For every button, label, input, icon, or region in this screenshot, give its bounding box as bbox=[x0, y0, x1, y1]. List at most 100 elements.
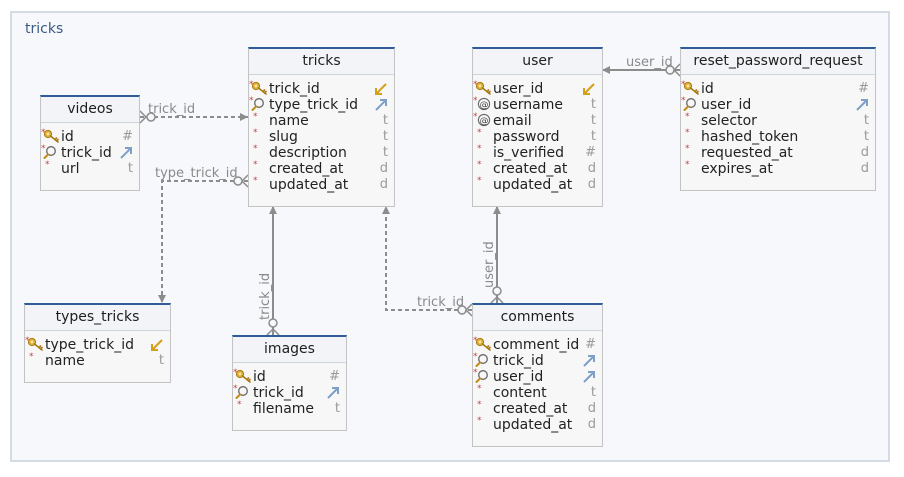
foreign-key-icon: * bbox=[233, 384, 255, 401]
required-marker-icon: * bbox=[477, 384, 482, 394]
column-row[interactable]: *user_id bbox=[473, 368, 602, 385]
column-row[interactable]: *id# bbox=[233, 368, 346, 385]
table-reset-password-request[interactable]: reset_password_request *id#*user_id*sele… bbox=[680, 47, 876, 191]
relation-videos-tricks[interactable]: trick_id bbox=[139, 102, 248, 124]
column-type: t bbox=[590, 129, 596, 144]
column-name: is_verified bbox=[493, 145, 565, 161]
required-marker-icon: * bbox=[477, 128, 482, 138]
column-row[interactable]: * requested_at d bbox=[681, 144, 875, 161]
column-type: t bbox=[863, 129, 869, 144]
column-type: d bbox=[379, 161, 388, 176]
column-row[interactable]: *type_trick_id bbox=[249, 96, 394, 113]
column-type: t bbox=[158, 353, 164, 368]
column-name: user_id bbox=[701, 97, 752, 113]
table-title: tricks bbox=[249, 49, 394, 75]
column-name: updated_at bbox=[269, 177, 349, 193]
column-row[interactable]: *comment_id# bbox=[473, 336, 602, 353]
column-row[interactable]: *trick_id bbox=[233, 384, 346, 401]
column-row[interactable]: *type_trick_id bbox=[25, 336, 170, 353]
relation-comments-user[interactable]: user_id bbox=[482, 206, 504, 304]
column-name: updated_at bbox=[493, 177, 573, 193]
column-name: trick_id bbox=[253, 385, 304, 401]
column-row[interactable]: *id# bbox=[681, 80, 875, 97]
foreign-key-icon: * bbox=[473, 352, 495, 369]
column-name: requested_at bbox=[701, 145, 793, 161]
column-name: username bbox=[493, 97, 563, 113]
column-type: d bbox=[587, 417, 596, 432]
column-type: d bbox=[860, 145, 869, 160]
column-name: comment_id bbox=[493, 337, 580, 353]
column-name: type_trick_id bbox=[269, 97, 358, 113]
column-type: t bbox=[590, 385, 596, 400]
required-marker-icon: * bbox=[685, 160, 690, 170]
column-type: t bbox=[863, 113, 869, 128]
column-row[interactable]: * hashed_token t bbox=[681, 128, 875, 145]
column-row[interactable]: *trick_id bbox=[473, 352, 602, 369]
references-icon bbox=[855, 98, 869, 117]
column-row[interactable]: *trick_id bbox=[249, 80, 394, 97]
column-name: created_at bbox=[493, 401, 568, 417]
table-title: videos bbox=[41, 97, 139, 123]
column-type: t bbox=[334, 401, 340, 416]
relation-images-tricks[interactable]: trick_id bbox=[258, 206, 280, 336]
column-name: selector bbox=[701, 113, 757, 129]
column-row[interactable]: *is_verified# bbox=[473, 144, 602, 161]
column-name: id bbox=[701, 81, 714, 97]
column-name: id bbox=[61, 129, 74, 145]
column-name: id bbox=[253, 369, 266, 385]
relation-label: trick_id bbox=[148, 102, 195, 117]
required-marker-icon: * bbox=[477, 176, 482, 186]
column-name: hashed_token bbox=[701, 129, 799, 145]
foreign-key-icon: * bbox=[249, 96, 271, 113]
column-row[interactable]: *id# bbox=[41, 128, 139, 145]
referenced-by-icon bbox=[150, 338, 164, 357]
references-icon bbox=[119, 146, 133, 165]
relation-label: trick_id bbox=[258, 273, 273, 320]
required-marker-icon: * bbox=[685, 128, 690, 138]
column-row[interactable]: *user_id bbox=[681, 96, 875, 113]
required-marker-icon: * bbox=[685, 144, 690, 154]
column-name: trick_id bbox=[269, 81, 320, 97]
required-marker-icon: * bbox=[253, 128, 258, 138]
table-comments[interactable]: comments *comment_id#*trick_id*user_id*c… bbox=[472, 303, 603, 447]
relation-reset-user[interactable]: user_id bbox=[602, 55, 681, 77]
referenced-by-icon bbox=[374, 82, 388, 101]
column-type: t bbox=[127, 161, 133, 176]
relation-comments-tricks[interactable]: trick_id bbox=[382, 206, 473, 317]
relation-label: user_id bbox=[482, 241, 497, 288]
column-row[interactable]: *trick_id bbox=[41, 144, 139, 161]
relation-label: trick_id bbox=[417, 295, 464, 310]
references-icon bbox=[582, 354, 596, 373]
svg-text:@: @ bbox=[480, 117, 489, 127]
relation-types-tricks[interactable]: type_trick_id bbox=[155, 166, 249, 303]
references-icon bbox=[374, 98, 388, 117]
required-marker-icon: * bbox=[253, 112, 258, 122]
column-type: # bbox=[858, 81, 869, 96]
column-row[interactable]: *user_id bbox=[473, 80, 602, 97]
required-marker-icon: * bbox=[45, 160, 50, 170]
